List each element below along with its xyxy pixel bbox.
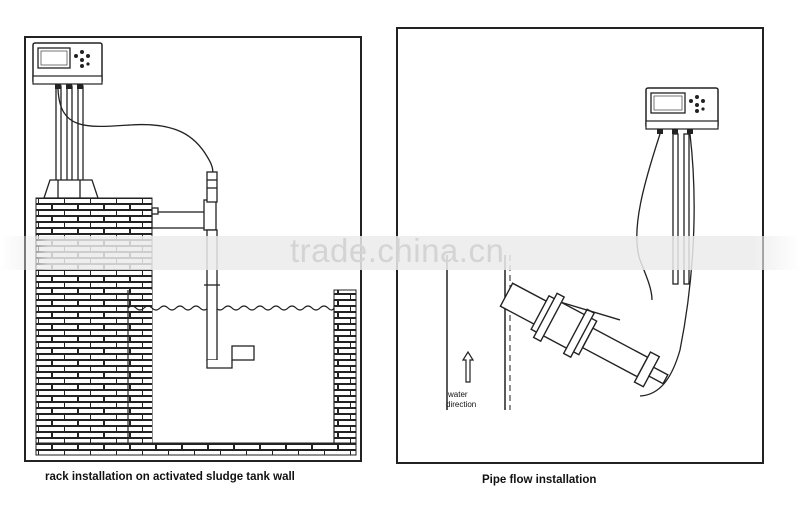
rack-stand-right bbox=[672, 133, 690, 285]
controller-unit-right bbox=[645, 87, 719, 134]
direction-label: direction bbox=[446, 400, 477, 409]
water-label: water bbox=[448, 390, 468, 399]
rack-stand bbox=[43, 85, 99, 199]
caption-left: rack installation on activated sludge ta… bbox=[45, 471, 295, 483]
water-direction-arrow bbox=[461, 350, 475, 383]
cable-right-lower bbox=[639, 133, 695, 397]
brick-wall bbox=[35, 197, 357, 456]
pipe-sensor-assembly bbox=[499, 282, 669, 388]
pipe-walls bbox=[446, 255, 511, 410]
sensor-probe-left bbox=[204, 171, 255, 369]
controller-unit-left bbox=[32, 42, 103, 89]
cable-right-upper bbox=[636, 133, 661, 301]
sensor-cable-left bbox=[57, 88, 214, 177]
tank-walls bbox=[127, 290, 335, 443]
water-surface bbox=[127, 305, 335, 311]
caption-right: Pipe flow installation bbox=[482, 474, 597, 486]
mounting-bracket bbox=[151, 199, 217, 231]
